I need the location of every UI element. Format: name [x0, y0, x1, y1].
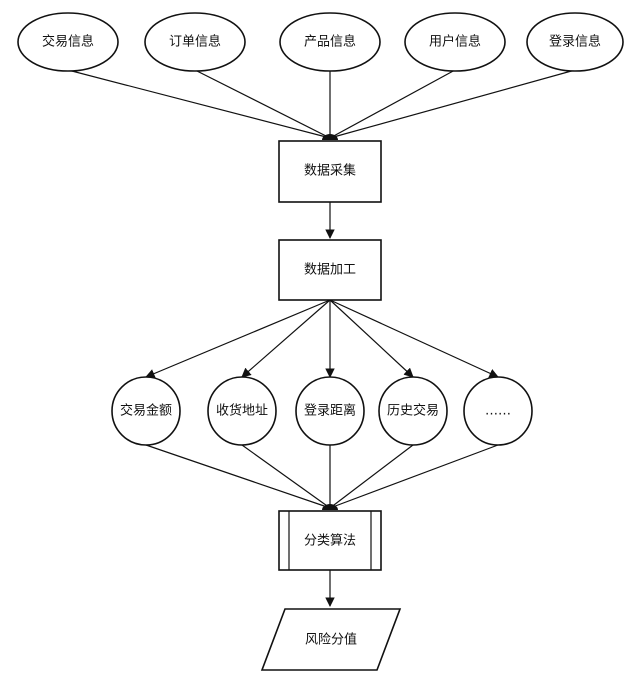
source-node: 产品信息: [279, 12, 381, 72]
process-label: 数据加工: [304, 263, 356, 278]
feature-label: 登录距离: [304, 403, 356, 419]
source-label: 用户信息: [429, 34, 481, 50]
edge-source-2: [194, 69, 331, 139]
source-label: 登录信息: [549, 34, 601, 50]
feature-label: 收货地址: [216, 403, 268, 419]
edge-feature-4: [329, 299, 414, 378]
edge-algo-2: [241, 444, 331, 509]
source-label: 产品信息: [304, 34, 356, 50]
feature-node: 收货地址: [207, 376, 277, 446]
feature-label: 历史交易: [387, 403, 439, 419]
edge-source-4: [329, 69, 456, 139]
source-label: 订单信息: [169, 34, 221, 50]
source-node: 登录信息: [526, 12, 624, 72]
output-node: 风险分值: [260, 608, 402, 671]
source-label: 交易信息: [42, 34, 94, 50]
edge-source-5: [329, 69, 576, 139]
feature-label: ……: [485, 404, 511, 419]
edge-feature-5: [329, 299, 499, 378]
junction-top: [322, 134, 338, 140]
collect-node: 数据采集: [278, 140, 382, 203]
edge-algo-5: [329, 444, 499, 509]
source-node: 交易信息: [17, 12, 119, 72]
edge-feature-1: [145, 299, 331, 379]
feature-node: 交易金额: [111, 376, 181, 446]
edge-algo-4: [329, 444, 414, 509]
edge-algo-1: [145, 444, 331, 509]
algorithm-edges: [145, 444, 499, 510]
edge-feature-2: [241, 299, 331, 378]
feature-label: 交易金额: [120, 403, 172, 419]
feature-node: 登录距离: [295, 376, 365, 446]
algorithm-node: 分类算法: [278, 510, 382, 571]
process-node: 数据加工: [278, 239, 382, 301]
feature-edges: [145, 299, 499, 379]
algorithm-label: 分类算法: [304, 534, 356, 549]
feature-node: ……: [463, 376, 533, 446]
source-node: 订单信息: [144, 12, 246, 72]
collect-label: 数据采集: [304, 163, 356, 179]
source-edges: [67, 69, 576, 140]
feature-node: 历史交易: [378, 376, 448, 446]
edge-source-1: [67, 69, 331, 139]
junction-bottom: [322, 504, 338, 510]
output-label: 风险分值: [305, 632, 357, 648]
source-node: 用户信息: [404, 12, 506, 72]
